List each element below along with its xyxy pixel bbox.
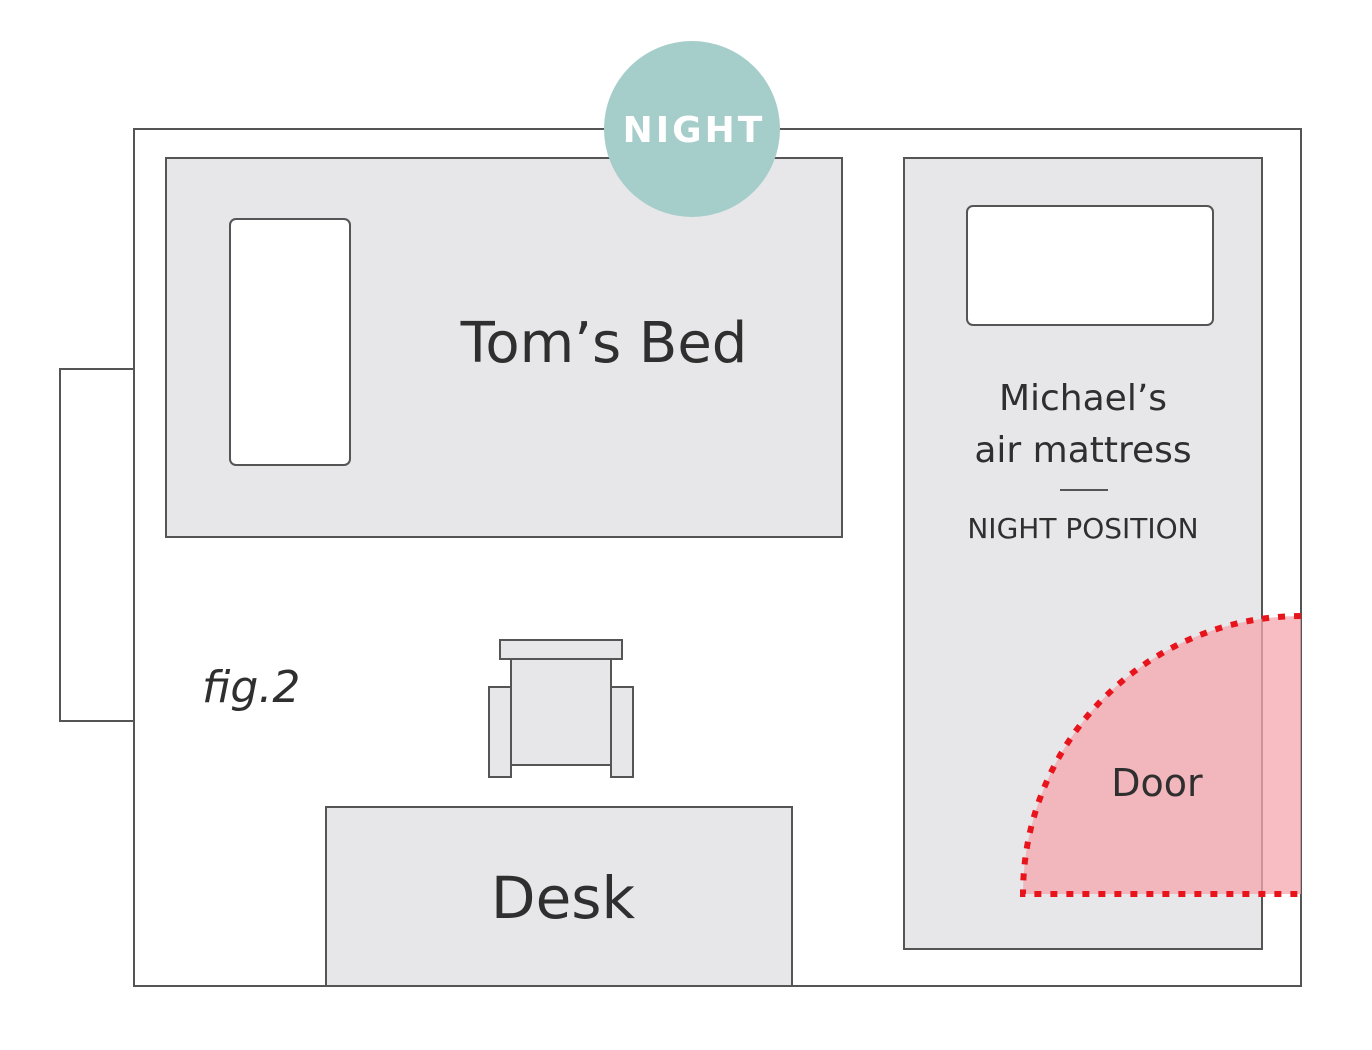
desk-label: Desk: [491, 864, 636, 932]
night-badge-label: NIGHT: [623, 110, 766, 151]
mattress-label-line1: Michael’s: [999, 378, 1167, 419]
toms-bed: Tom’s Bed: [165, 157, 843, 538]
chair-backrest: [499, 639, 623, 660]
desk: Desk: [325, 806, 793, 987]
night-badge: NIGHT: [604, 41, 780, 217]
desk-chair: [488, 639, 634, 778]
door-swing: Door: [1019, 613, 1302, 897]
position-label: NIGHT POSITION: [967, 512, 1198, 545]
toms-bed-label: Tom’s Bed: [460, 311, 748, 376]
figure-label: fig.2: [202, 662, 300, 713]
mattress-label-line2: air mattress: [974, 430, 1191, 471]
mattress-pillow: [966, 205, 1214, 326]
toms-bed-pillow: [229, 218, 351, 466]
left-alcove: [59, 368, 134, 722]
chair-arm-right: [610, 686, 634, 778]
chair-arm-left: [488, 686, 512, 778]
door-label: Door: [1111, 761, 1203, 805]
